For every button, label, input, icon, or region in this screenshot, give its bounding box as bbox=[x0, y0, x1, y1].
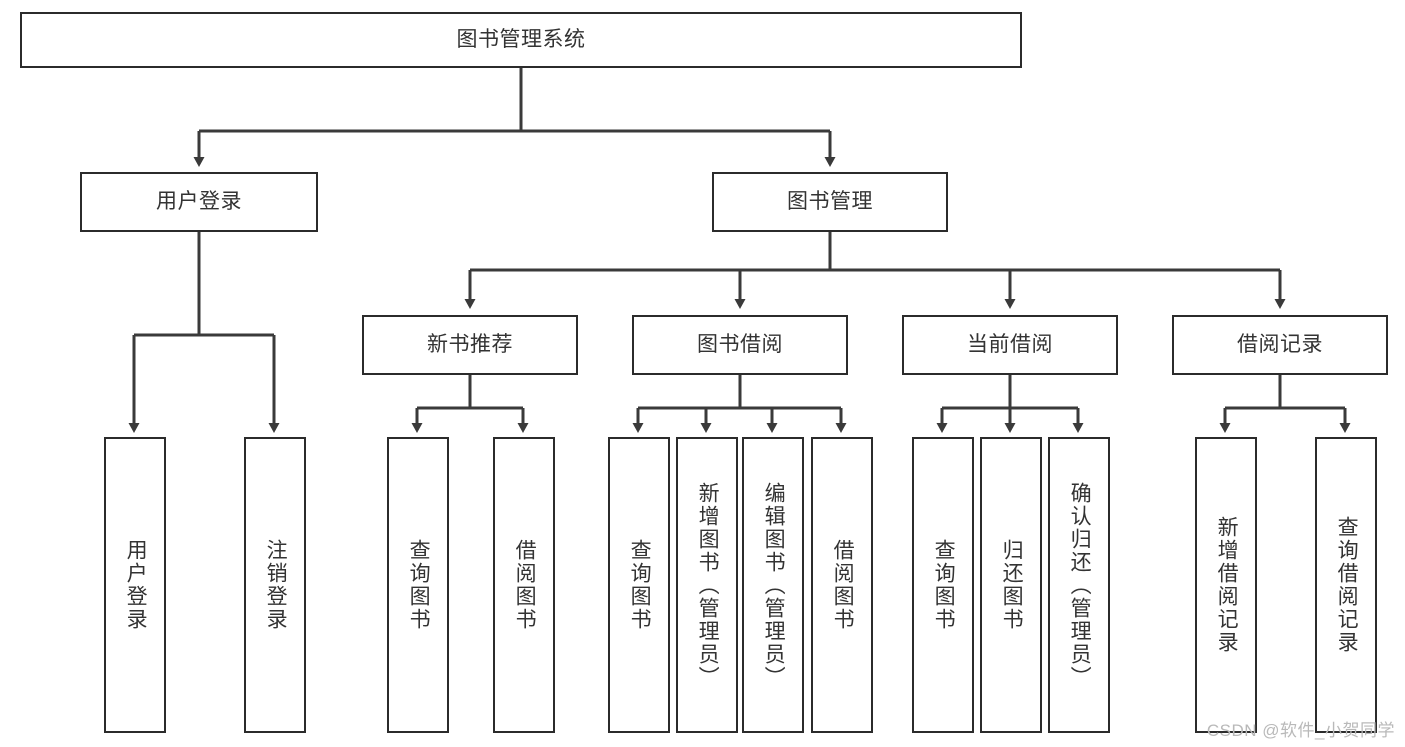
leaf-query-record[interactable]: 查询借阅记录 bbox=[1315, 437, 1377, 733]
leaf-return-book[interactable]: 归还图书 bbox=[980, 437, 1042, 733]
leaf-confirm-return[interactable]: 确认归还（管理员） bbox=[1048, 437, 1110, 733]
leaf-borrow-book-1[interactable]: 借阅图书 bbox=[493, 437, 555, 733]
leaf-label-query-book-2: 查询图书 bbox=[628, 539, 652, 631]
node-user-login[interactable]: 用户登录 bbox=[80, 172, 318, 232]
leaf-label-edit-book: 编辑图书（管理员） bbox=[762, 481, 786, 689]
leaf-logout[interactable]: 注销登录 bbox=[244, 437, 306, 733]
leaf-add-record[interactable]: 新增借阅记录 bbox=[1195, 437, 1257, 733]
node-label-current-borrow: 当前借阅 bbox=[967, 333, 1053, 357]
leaf-query-book-2[interactable]: 查询图书 bbox=[608, 437, 670, 733]
leaf-add-book[interactable]: 新增图书（管理员） bbox=[676, 437, 738, 733]
leaf-query-book-3[interactable]: 查询图书 bbox=[912, 437, 974, 733]
node-label-system-root: 图书管理系统 bbox=[456, 28, 586, 52]
node-label-borrow-record: 借阅记录 bbox=[1237, 333, 1323, 357]
node-system-root[interactable]: 图书管理系统 bbox=[20, 12, 1022, 68]
leaf-label-query-book-1: 查询图书 bbox=[407, 539, 431, 631]
leaf-label-add-book: 新增图书（管理员） bbox=[696, 481, 720, 689]
node-label-user-login: 用户登录 bbox=[156, 190, 242, 214]
leaf-user-login[interactable]: 用户登录 bbox=[104, 437, 166, 733]
leaf-label-return-book: 归还图书 bbox=[1000, 539, 1024, 631]
leaf-label-borrow-book-2: 借阅图书 bbox=[831, 539, 855, 631]
leaf-label-user-login: 用户登录 bbox=[124, 539, 148, 631]
leaf-edit-book[interactable]: 编辑图书（管理员） bbox=[742, 437, 804, 733]
node-book-borrow[interactable]: 图书借阅 bbox=[632, 315, 848, 375]
leaf-query-book-1[interactable]: 查询图书 bbox=[387, 437, 449, 733]
leaf-label-query-record: 查询借阅记录 bbox=[1335, 516, 1359, 654]
leaf-borrow-book-2[interactable]: 借阅图书 bbox=[811, 437, 873, 733]
node-borrow-record[interactable]: 借阅记录 bbox=[1172, 315, 1388, 375]
node-book-management[interactable]: 图书管理 bbox=[712, 172, 948, 232]
node-label-book-borrow: 图书借阅 bbox=[697, 333, 783, 357]
leaf-label-confirm-return: 确认归还（管理员） bbox=[1068, 481, 1092, 689]
leaf-label-borrow-book-1: 借阅图书 bbox=[513, 539, 537, 631]
leaf-label-add-record: 新增借阅记录 bbox=[1215, 516, 1239, 654]
node-current-borrow[interactable]: 当前借阅 bbox=[902, 315, 1118, 375]
watermark-text: CSDN @软件_小贺同学 bbox=[1206, 721, 1395, 740]
node-label-new-book-recommend: 新书推荐 bbox=[427, 333, 513, 357]
node-new-book-recommend[interactable]: 新书推荐 bbox=[362, 315, 578, 375]
leaf-label-logout: 注销登录 bbox=[264, 539, 288, 631]
leaf-label-query-book-3: 查询图书 bbox=[932, 539, 956, 631]
node-label-book-management: 图书管理 bbox=[787, 190, 873, 214]
